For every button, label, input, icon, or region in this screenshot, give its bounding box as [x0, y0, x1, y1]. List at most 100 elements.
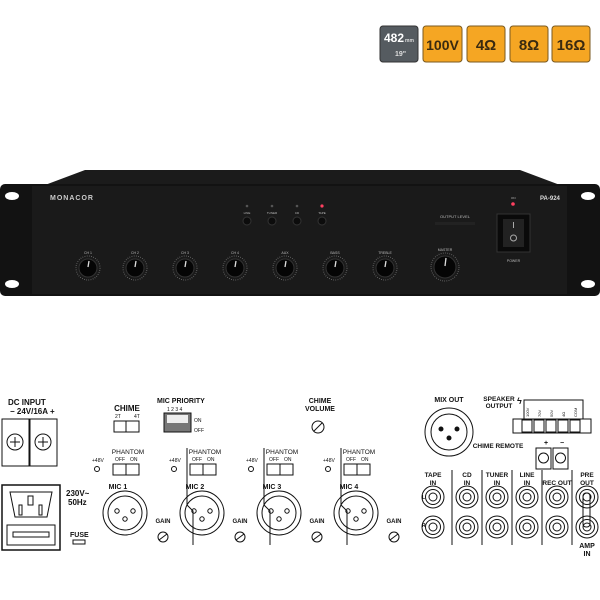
xlr-pin	[199, 516, 205, 522]
speaker-terminal-3[interactable]	[557, 419, 569, 433]
knob-pointer	[384, 260, 387, 268]
gain-label: GAIN	[156, 519, 171, 525]
trimmer-slot	[312, 533, 322, 541]
dip-off-label: OFF	[194, 428, 204, 434]
knob-bass[interactable]	[325, 258, 345, 278]
rca-jack-ring	[549, 489, 565, 505]
chime-remote-terminal[interactable]	[535, 447, 569, 470]
channel-r-label: R	[422, 523, 426, 529]
speaker-terminal-2[interactable]	[545, 419, 557, 433]
ohm8-badge-text: 8Ω	[519, 37, 539, 54]
rca-jack-center	[492, 522, 502, 532]
rca-jack[interactable]	[545, 485, 569, 509]
knob-ch4[interactable]	[225, 258, 245, 278]
rca-jack-ring	[549, 519, 565, 535]
amp-in-label-1: AMP	[579, 543, 595, 550]
phantom-label: PHANTOM	[343, 449, 375, 456]
rca-jack-ring	[579, 489, 595, 505]
pre-amp-jumper[interactable]	[582, 492, 591, 528]
chime-volume-trimmer[interactable]	[311, 420, 325, 434]
fuse-icon	[72, 539, 86, 545]
ohm4-badge	[466, 25, 506, 63]
rca-label-bottom: IN	[524, 480, 531, 487]
rca-jack[interactable]	[421, 515, 445, 539]
gain-trimmer[interactable]	[157, 531, 169, 543]
chime-remote-minus: −	[560, 440, 564, 447]
plus48v-label: +48V	[246, 458, 258, 464]
brand-logo: MONACOR	[50, 195, 94, 202]
rca-label-bottom: IN	[464, 480, 471, 487]
power-off-mark	[510, 234, 517, 242]
mic-label: MIC 1	[109, 484, 128, 491]
rca-jack-center	[492, 492, 502, 502]
phantom-label: PHANTOM	[112, 449, 144, 456]
rca-jack[interactable]	[575, 485, 599, 509]
knob-aux[interactable]	[275, 258, 295, 278]
knob-scale	[322, 255, 348, 281]
rca-jack[interactable]	[421, 485, 445, 509]
knob-scale	[122, 255, 148, 281]
source-label-line: LINE	[244, 211, 251, 215]
knob-ch1[interactable]	[78, 258, 98, 278]
source-label-tape: TAPE	[318, 211, 326, 215]
rca-jack-ring	[459, 489, 475, 505]
rca-jack[interactable]	[515, 485, 539, 509]
source-button-line[interactable]	[242, 216, 252, 226]
rca-jack[interactable]	[485, 485, 509, 509]
rca-jack[interactable]	[485, 515, 509, 539]
source-led	[245, 204, 249, 208]
rca-jack-ring	[459, 519, 475, 535]
knob-pointer	[444, 257, 447, 267]
knob-master[interactable]	[433, 255, 457, 279]
rack-size-value: 482	[384, 31, 404, 45]
mic-xlr-input[interactable]	[256, 490, 302, 536]
chime-volume-label-2: VOLUME	[305, 406, 335, 413]
rca-jack-center	[462, 522, 472, 532]
mic-xlr-input[interactable]	[333, 490, 379, 536]
knob-ch3[interactable]	[175, 258, 195, 278]
mic-xlr-inner	[261, 495, 297, 531]
gain-trimmer[interactable]	[311, 531, 323, 543]
phantom-label: PHANTOM	[266, 449, 298, 456]
trimmer-slot	[158, 533, 168, 541]
rca-jack-center	[552, 492, 562, 502]
front-panel-brushed	[32, 186, 567, 294]
knob-pointer	[184, 260, 187, 268]
source-label-cd: CD	[295, 211, 300, 215]
gain-label: GAIN	[233, 519, 248, 525]
speaker-terminal-4[interactable]	[569, 419, 581, 433]
rca-jack[interactable]	[545, 515, 569, 539]
output-level-label: OUTPUT LEVEL	[440, 214, 471, 219]
speaker-terminal-0[interactable]	[521, 419, 533, 433]
speaker-terminal-1[interactable]	[533, 419, 545, 433]
dc-rating-label: − 24V/16A +	[10, 407, 55, 416]
mic-xlr-inner	[184, 495, 220, 531]
mix-out-xlr[interactable]	[424, 407, 474, 457]
power-rocker[interactable]	[503, 219, 524, 247]
source-button-cd[interactable]	[292, 216, 302, 226]
knob-label: CH 3	[181, 251, 189, 255]
rca-jack-center	[522, 492, 532, 502]
mic-label: MIC 4	[340, 484, 359, 491]
power-label: POWER	[507, 259, 521, 263]
mic-xlr-input[interactable]	[179, 490, 225, 536]
knob-ch2[interactable]	[125, 258, 145, 278]
knob-treble[interactable]	[375, 258, 395, 278]
rca-jack[interactable]	[455, 485, 479, 509]
source-button-tape[interactable]	[317, 216, 327, 226]
speaker-terminal-label: 70V	[537, 410, 542, 417]
phantom-off-label: OFF	[115, 457, 125, 463]
rca-jack[interactable]	[575, 515, 599, 539]
rca-jack[interactable]	[455, 515, 479, 539]
gain-trimmer[interactable]	[388, 531, 400, 543]
phantom-on-label: ON	[130, 457, 138, 463]
amp-in-label-2: IN	[584, 551, 591, 558]
mic-xlr-input[interactable]	[102, 490, 148, 536]
xlr-pin	[276, 516, 282, 522]
source-button-tuner[interactable]	[267, 216, 277, 226]
gain-trimmer[interactable]	[234, 531, 246, 543]
ohm16-badge-text: 16Ω	[557, 37, 586, 54]
rca-jack[interactable]	[515, 515, 539, 539]
speaker-terminal-label: COM	[573, 408, 578, 417]
